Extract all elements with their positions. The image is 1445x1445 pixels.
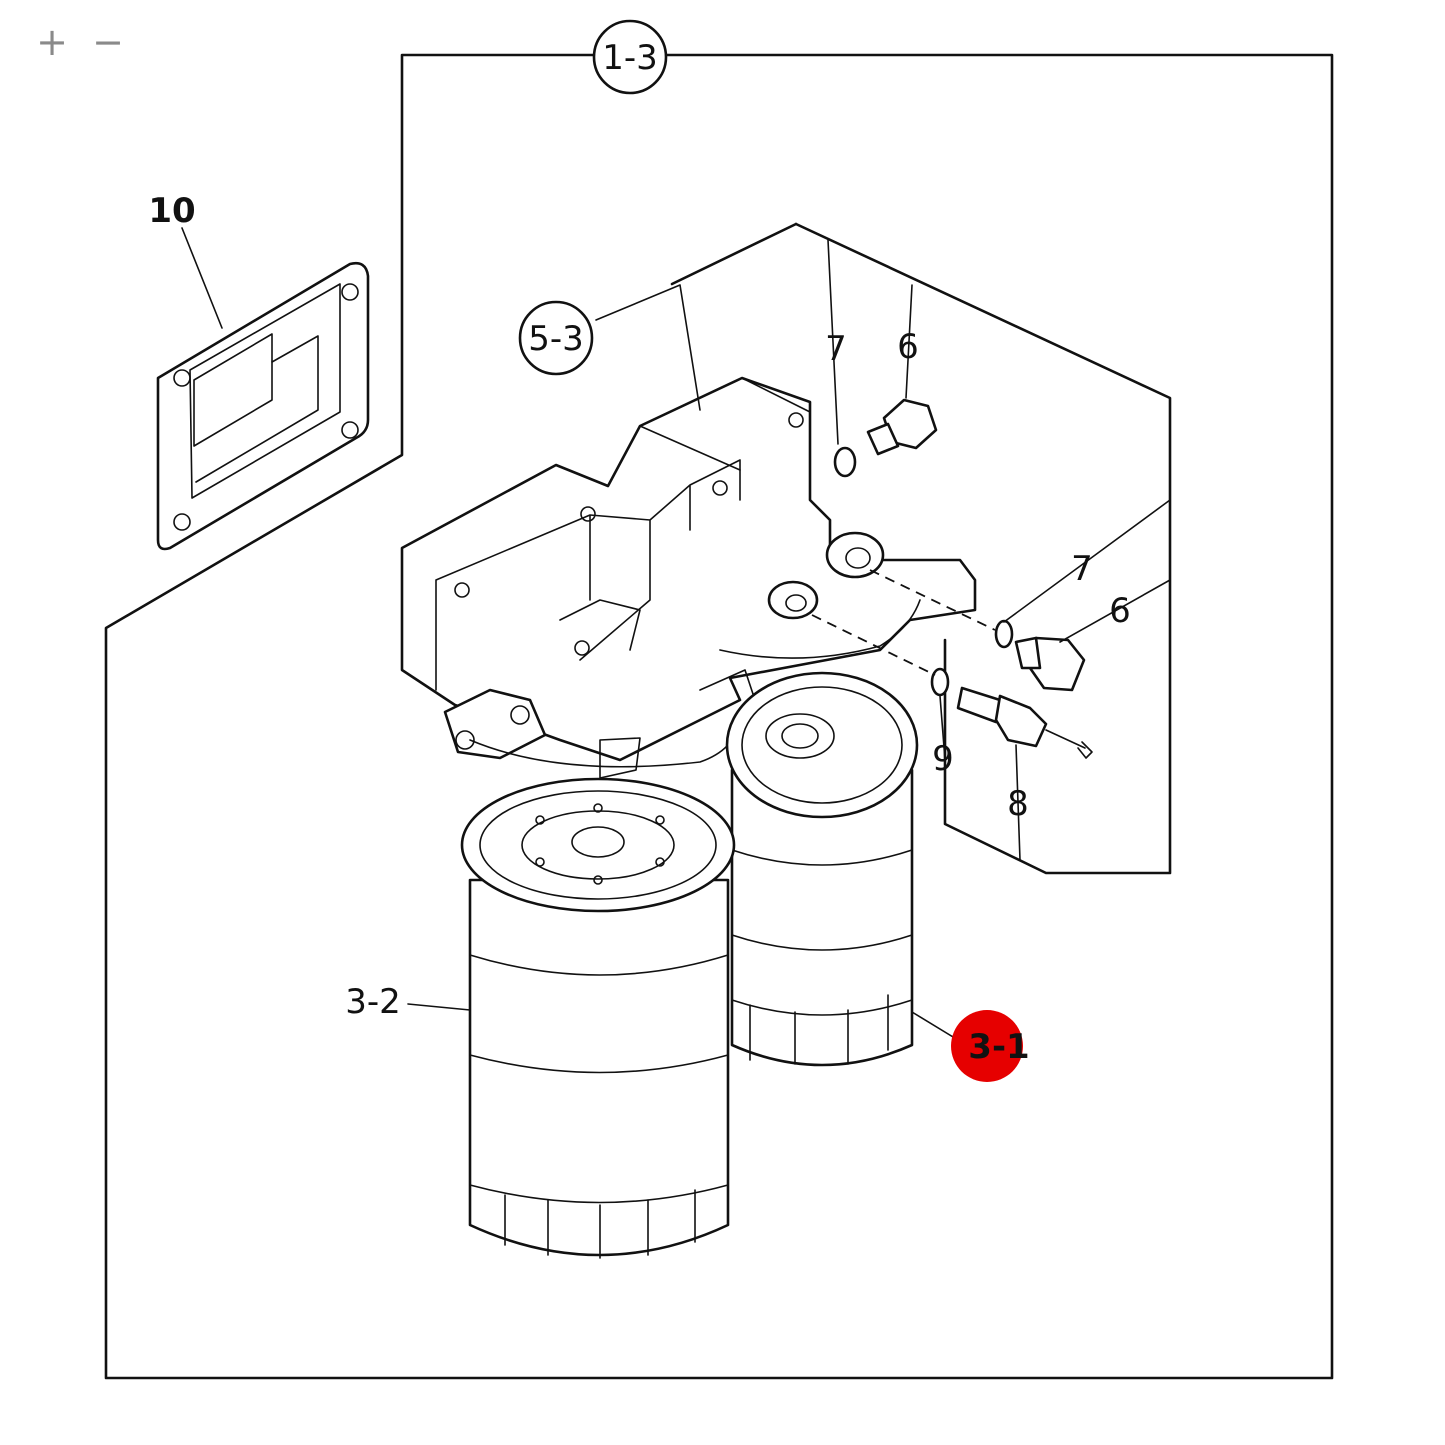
oil-filter-3-1[interactable] bbox=[725, 671, 919, 1067]
leader-3-2 bbox=[407, 1003, 471, 1011]
minus-icon: − bbox=[92, 20, 124, 64]
label-part-9: 9 bbox=[932, 739, 954, 779]
leader-6-right bbox=[1059, 579, 1171, 643]
assembly-line-lower bbox=[811, 614, 936, 676]
leader-7-top bbox=[827, 239, 839, 445]
leader-10 bbox=[181, 227, 223, 329]
callout-3-1-label: 3-1 bbox=[968, 1027, 1029, 1067]
callout-5-3[interactable] bbox=[518, 300, 594, 376]
label-part-7-top: 7 bbox=[825, 329, 847, 369]
washer-7-top[interactable] bbox=[833, 446, 857, 478]
plug-6-right[interactable] bbox=[1014, 636, 1086, 692]
zoom-out-button[interactable]: − bbox=[88, 22, 128, 62]
zoom-in-button[interactable]: + bbox=[32, 22, 72, 62]
washer-7-right[interactable] bbox=[994, 619, 1014, 649]
callout-1-3-label: 1-3 bbox=[602, 38, 658, 78]
assembly-line-upper bbox=[869, 569, 996, 631]
bolt-8[interactable] bbox=[956, 686, 1093, 759]
washer-9[interactable] bbox=[930, 667, 950, 697]
label-part-8: 8 bbox=[1007, 784, 1029, 824]
leader-8 bbox=[1015, 744, 1021, 861]
leader-7-right bbox=[1003, 499, 1171, 623]
label-part-6-top: 6 bbox=[897, 327, 919, 367]
plus-icon: + bbox=[36, 20, 68, 64]
label-part-6-right: 6 bbox=[1109, 591, 1131, 631]
label-part-7-right: 7 bbox=[1071, 549, 1093, 589]
label-part-3-2: 3-2 bbox=[345, 982, 401, 1022]
callout-1-3[interactable] bbox=[592, 19, 668, 95]
label-part-10: 10 bbox=[148, 191, 195, 231]
leader-3-1 bbox=[911, 1011, 959, 1041]
leader-5-3 bbox=[595, 284, 701, 411]
gasket[interactable] bbox=[156, 261, 370, 551]
oil-filter-3-2[interactable] bbox=[460, 777, 736, 1259]
assembly-frame bbox=[104, 53, 1334, 1380]
sub-assembly-frame bbox=[670, 222, 1172, 875]
callout-3-1-highlight[interactable] bbox=[951, 1010, 1023, 1082]
leader-6-top bbox=[905, 284, 913, 399]
plug-6-top[interactable] bbox=[866, 398, 938, 456]
leader-9 bbox=[939, 695, 946, 761]
callout-5-3-label: 5-3 bbox=[528, 319, 584, 359]
